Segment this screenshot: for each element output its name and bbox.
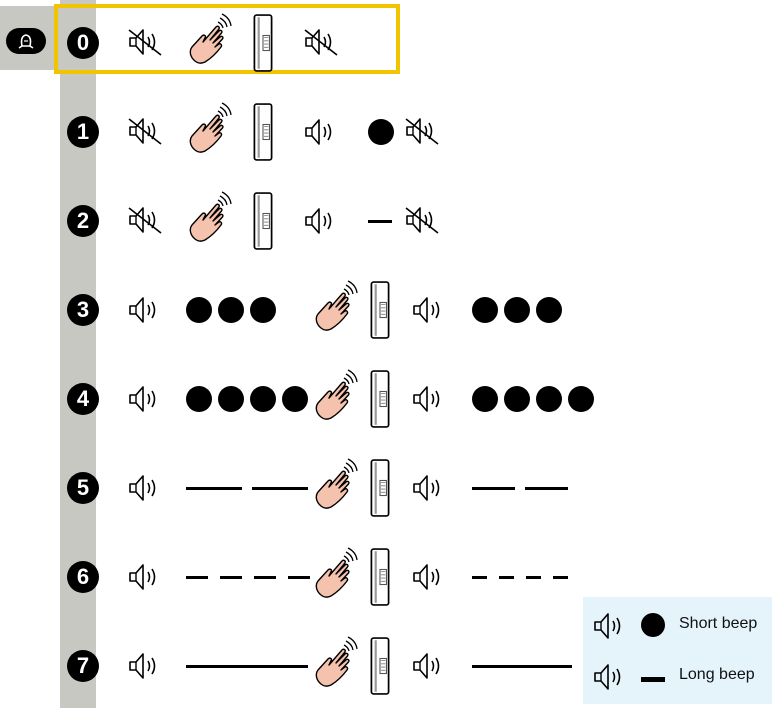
long-beep-dash [526,576,541,579]
long-beep-dash [553,576,568,579]
long-beep-dash [186,576,208,579]
selected-row-highlight [54,4,400,74]
short-beep-dot [536,386,562,412]
row-number: 2 [67,205,99,237]
legend-long-beep-label: Long beep [679,666,755,683]
long-beep-dash [254,576,276,579]
row-number: 6 [67,561,99,593]
short-beep-dot [472,386,498,412]
speaker-icon [129,475,156,501]
short-beep-dot [282,386,308,412]
speaker-muted-icon [128,118,162,145]
person-icon [6,28,46,54]
row-number: 1 [67,116,99,148]
speaker-icon [305,119,332,145]
long-beep-dash [288,576,310,579]
short-beep-dot [186,386,212,412]
legend-short-beep-label: Short beep [679,615,758,632]
hand-wave-icon [189,102,232,153]
speaker-icon [129,297,156,323]
hand-wave-icon [315,458,358,509]
device-icon [370,637,390,695]
speaker-icon [413,653,440,679]
short-beep-dot [536,297,562,323]
hand-wave-icon [315,280,358,331]
speaker-muted-icon [405,207,439,234]
speaker-icon [413,475,440,501]
device-icon [253,103,273,161]
long-beep-dash [186,487,242,490]
speaker-icon [129,653,156,679]
short-beep-dot [218,297,244,323]
hand-wave-icon [189,13,232,64]
speaker-icon [413,386,440,412]
short-beep-dot [504,297,530,323]
long-beep-dash [499,576,514,579]
long-beep-dash [472,665,572,668]
long-beep-dash [525,487,568,490]
hand-wave-icon [315,636,358,687]
short-beep-dot [186,297,212,323]
speaker-icon [413,564,440,590]
device-icon [370,548,390,606]
hand-wave-icon [189,191,232,242]
long-beep-dash [220,576,242,579]
row-number: 3 [67,294,99,326]
device-icon [253,192,273,250]
device-icon [370,459,390,517]
sidebar-strip [60,0,96,708]
short-beep-dot [568,386,594,412]
speaker-muted-icon [128,29,162,56]
short-beep-dot [250,386,276,412]
long-beep-dash [472,576,487,579]
speaker-icon [594,664,621,690]
speaker-icon [594,613,621,639]
device-icon [253,14,273,72]
short-beep-dot [250,297,276,323]
short-beep-dot [368,119,394,145]
hand-wave-icon [315,547,358,598]
short-beep-dot [472,297,498,323]
speaker-icon [413,297,440,323]
row-number: 4 [67,383,99,415]
short-beep-dot [504,386,530,412]
row-number: 7 [67,650,99,682]
long-beep-dash [368,220,392,223]
device-icon [370,370,390,428]
row-number: 0 [67,27,99,59]
short-beep-dot [218,386,244,412]
long-beep-dash [252,487,308,490]
short-beep-dot [641,613,665,637]
long-beep-dash [186,665,308,668]
device-icon [370,281,390,339]
speaker-icon [129,564,156,590]
long-beep-dash [472,487,515,490]
speaker-muted-icon [405,118,439,145]
speaker-icon [129,386,156,412]
row-number: 5 [67,472,99,504]
legend: Short beep Long beep [583,597,772,704]
hand-wave-icon [315,369,358,420]
long-beep-dash [641,677,665,682]
speaker-icon [305,208,332,234]
speaker-muted-icon [128,207,162,234]
speaker-muted-icon [304,29,338,56]
